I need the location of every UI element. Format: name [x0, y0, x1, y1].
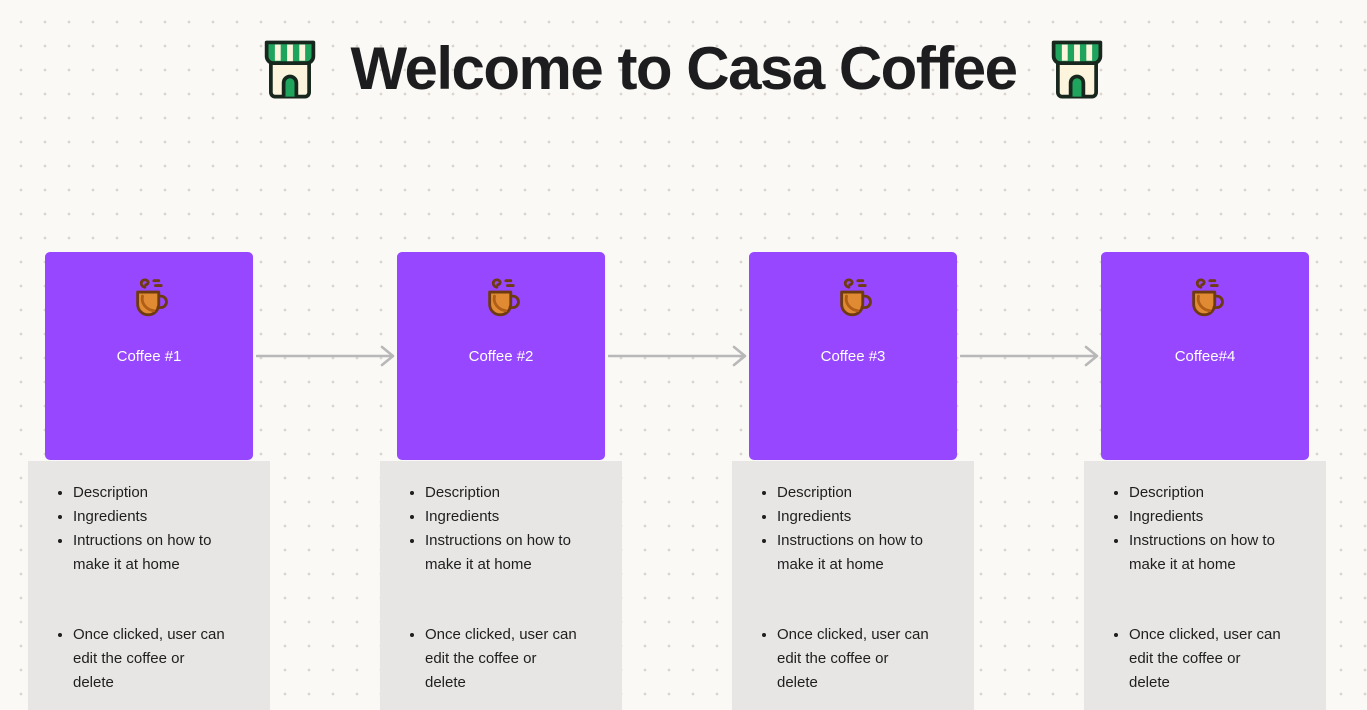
note-card-4[interactable]: Description Ingredients Instructions on …	[1084, 461, 1326, 710]
bullet-item: Description	[73, 481, 228, 505]
coffee-card-2[interactable]: Coffee #2	[397, 252, 605, 460]
store-icon	[256, 35, 324, 103]
coffee-card-1[interactable]: Coffee #1	[45, 252, 253, 460]
bullet-item: Instructions on how to make it at home	[1129, 529, 1284, 577]
page-header: Welcome to Casa Coffee	[0, 34, 1367, 103]
bullet-item: Once clicked, user can edit the coffee o…	[777, 623, 932, 695]
bullet-item: Intructions on how to make it at home	[73, 529, 228, 577]
note-card-1[interactable]: Description Ingredients Intructions on h…	[28, 461, 270, 710]
bullet-item: Ingredients	[425, 505, 580, 529]
bullet-item: Description	[1129, 481, 1284, 505]
note-card-3[interactable]: Description Ingredients Instructions on …	[732, 461, 974, 710]
coffee-card-4[interactable]: Coffee#4	[1101, 252, 1309, 460]
bullet-item: Once clicked, user can edit the coffee o…	[1129, 623, 1284, 695]
coffee-card-3-label: Coffee #3	[820, 348, 886, 365]
note-4-bullets-secondary: Once clicked, user can edit the coffee o…	[1112, 623, 1284, 695]
coffee-card-3[interactable]: Coffee #3	[749, 252, 957, 460]
coffee-card-2-label: Coffee #2	[468, 348, 534, 365]
note-3-bullets-secondary: Once clicked, user can edit the coffee o…	[760, 623, 932, 695]
note-2-bullets-primary: Description Ingredients Instructions on …	[408, 481, 580, 577]
page-title: Welcome to Casa Coffee	[350, 35, 1018, 102]
bullet-item: Once clicked, user can edit the coffee o…	[425, 623, 580, 695]
bullet-item: Ingredients	[777, 505, 932, 529]
bullet-item: Description	[777, 481, 932, 505]
bullet-item: Instructions on how to make it at home	[777, 529, 932, 577]
bullet-item: Once clicked, user can edit the coffee o…	[73, 623, 228, 695]
note-4-bullets-primary: Description Ingredients Instructions on …	[1112, 481, 1284, 577]
coffee-cup-icon	[475, 275, 527, 327]
bullet-item: Description	[425, 481, 580, 505]
coffee-card-4-label: Coffee#4	[1174, 348, 1236, 365]
note-1-bullets-secondary: Once clicked, user can edit the coffee o…	[56, 623, 228, 695]
flow-arrow-1[interactable]	[256, 343, 398, 369]
flow-arrow-3[interactable]	[960, 343, 1102, 369]
note-2-bullets-secondary: Once clicked, user can edit the coffee o…	[408, 623, 580, 695]
note-3-bullets-primary: Description Ingredients Instructions on …	[760, 481, 932, 577]
flow-arrow-2[interactable]	[608, 343, 750, 369]
coffee-cup-icon	[827, 275, 879, 327]
coffee-cup-icon	[1179, 275, 1231, 327]
coffee-cup-icon	[123, 275, 175, 327]
coffee-card-1-label: Coffee #1	[116, 348, 182, 365]
note-1-bullets-primary: Description Ingredients Intructions on h…	[56, 481, 228, 577]
bullet-item: Ingredients	[73, 505, 228, 529]
bullet-item: Instructions on how to make it at home	[425, 529, 580, 577]
note-card-2[interactable]: Description Ingredients Instructions on …	[380, 461, 622, 710]
store-icon	[1043, 35, 1111, 103]
bullet-item: Ingredients	[1129, 505, 1284, 529]
